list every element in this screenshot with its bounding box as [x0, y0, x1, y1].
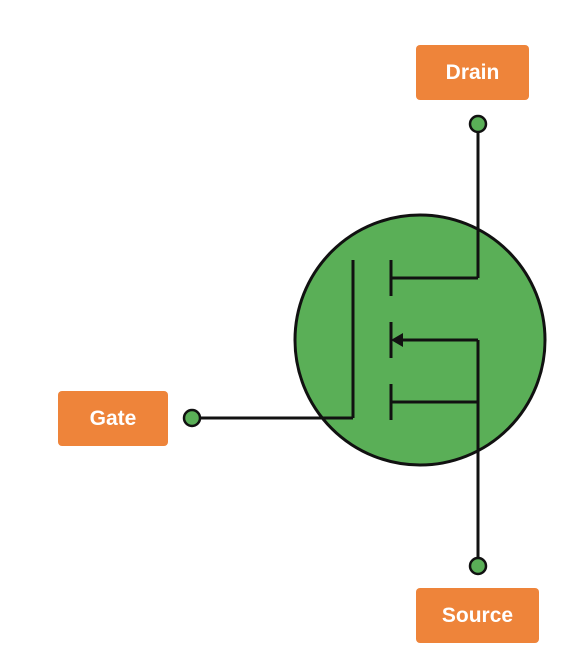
- drain-terminal-icon: [468, 114, 488, 134]
- gate-label: Gate: [58, 391, 168, 446]
- drain-label: Drain: [416, 45, 529, 100]
- gate-terminal-icon: [182, 408, 202, 428]
- arrow-icon: [391, 333, 403, 347]
- source-terminal-icon: [468, 556, 488, 576]
- source-label: Source: [416, 588, 539, 643]
